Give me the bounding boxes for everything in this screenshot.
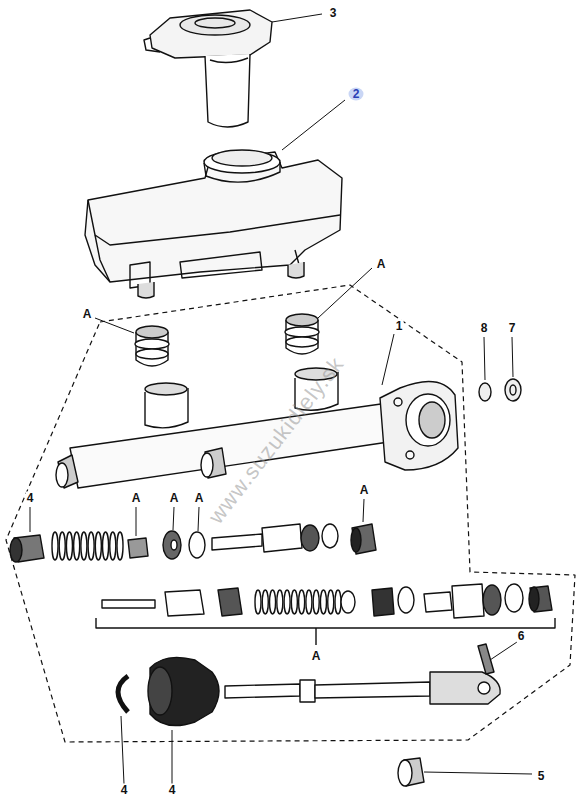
spring-coil [59, 532, 65, 560]
callout-label: 1 [395, 320, 404, 333]
callout-label: A [131, 492, 142, 505]
spring-coil [328, 590, 334, 614]
callout-label: A [311, 650, 322, 663]
kit-boundary [6, 285, 575, 742]
callout-label: 6 [517, 630, 526, 643]
cylinder-body [56, 368, 458, 488]
spring-coil [262, 590, 268, 614]
spring-coil [110, 532, 116, 560]
watermark: www.suzukidiely.sk [207, 355, 344, 526]
spring-coil [52, 532, 58, 560]
callout-label: 4 [26, 492, 35, 505]
leader-line [30, 14, 532, 784]
reservoir-grommet [135, 314, 319, 366]
washer [479, 383, 491, 401]
washer [510, 385, 516, 395]
callout-label: 8 [480, 322, 489, 335]
spring-coil [306, 590, 312, 614]
spring-coil [299, 590, 305, 614]
spring-coil [335, 590, 341, 614]
callout-label: 7 [508, 322, 517, 335]
reservoir-cap [144, 10, 272, 127]
washer [505, 379, 521, 401]
spring-coil [313, 590, 319, 614]
spring-coil [88, 532, 94, 560]
callout-label: 5 [537, 770, 546, 783]
callout-label: A [376, 258, 387, 271]
primary-piston-parts [10, 524, 376, 562]
spring-coil [270, 590, 276, 614]
callout-label: 4 [120, 784, 129, 797]
spring-coil [291, 590, 297, 614]
callout-label: A [194, 492, 205, 505]
callout-label: A [359, 484, 370, 497]
spring-coil [103, 532, 109, 560]
callout-label: 2 [349, 88, 364, 101]
callout-label: A [82, 308, 93, 321]
spring-coil [66, 532, 72, 560]
spring-coil [117, 532, 123, 560]
spring-coil [74, 532, 80, 560]
callout-label: 4 [168, 784, 177, 797]
pushrod-assembly [118, 644, 500, 786]
callout-label: 3 [329, 7, 338, 20]
group-bracket [96, 618, 555, 645]
spring-coil [95, 532, 101, 560]
secondary-piston-parts [102, 584, 552, 618]
spring-coil [320, 590, 326, 614]
spring-coil [255, 590, 261, 614]
callout-label: A [169, 492, 180, 505]
spring-coil [277, 590, 283, 614]
spring-coil [81, 532, 87, 560]
spring-coil [284, 590, 290, 614]
reservoir [85, 150, 342, 298]
